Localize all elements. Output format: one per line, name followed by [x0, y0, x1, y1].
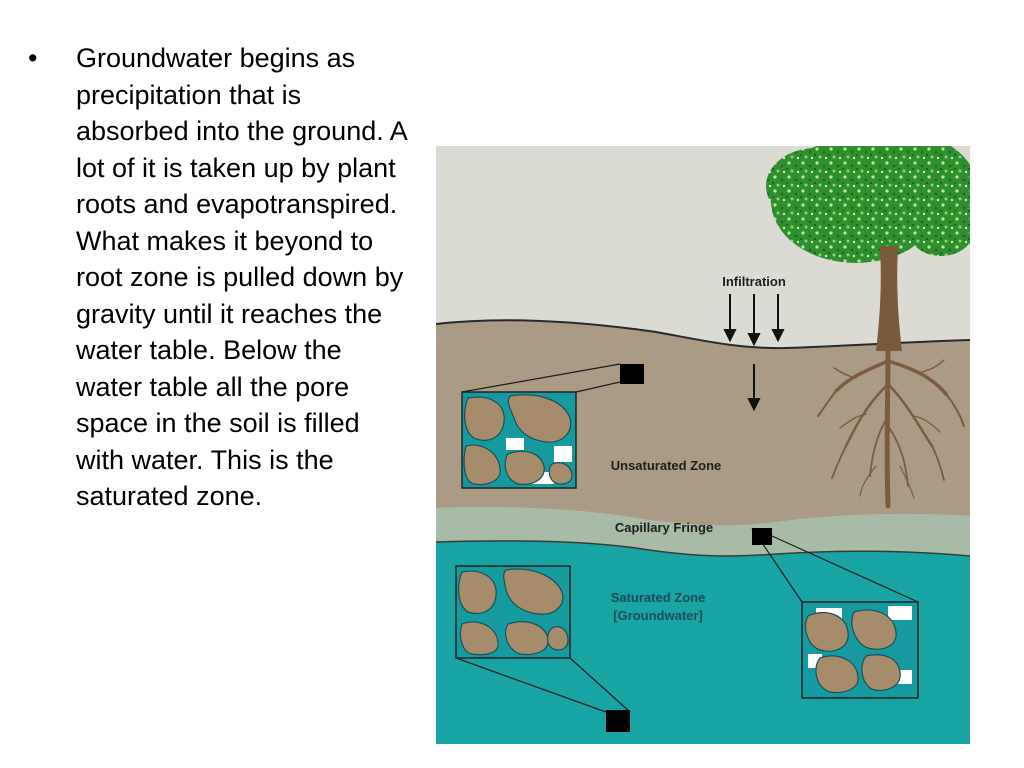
capillary-sample-marker [752, 528, 772, 545]
infiltration-label: Infiltration [722, 274, 786, 289]
unsaturated-pore-inset [461, 391, 577, 489]
infiltration-arrows [723, 294, 785, 412]
saturated-pore-inset [455, 565, 571, 659]
capillary-fringe [436, 507, 970, 556]
bullet-text: Groundwater begins as precipitation that… [76, 43, 407, 511]
capillary-pore-inset [801, 601, 919, 699]
bullet-list: • Groundwater begins as precipitation th… [28, 40, 413, 515]
groundwater-label: [Groundwater] [613, 608, 703, 623]
saturated-sample-marker [606, 710, 630, 732]
tree-roots [817, 348, 965, 509]
groundwater-diagram: Infiltration Unsaturated Zone Capillary … [436, 146, 970, 744]
water-table-line [436, 540, 970, 557]
tree-trunk [876, 246, 902, 351]
tree-foliage [766, 146, 970, 263]
unsaturated-sample-marker [620, 364, 644, 384]
bullet-marker: • [28, 43, 38, 73]
bullet-item: • Groundwater begins as precipitation th… [28, 40, 413, 515]
capillary-fringe-label: Capillary Fringe [615, 520, 713, 535]
saturated-zone-label: Saturated Zone [611, 590, 706, 605]
unsaturated-zone-label: Unsaturated Zone [611, 458, 722, 473]
